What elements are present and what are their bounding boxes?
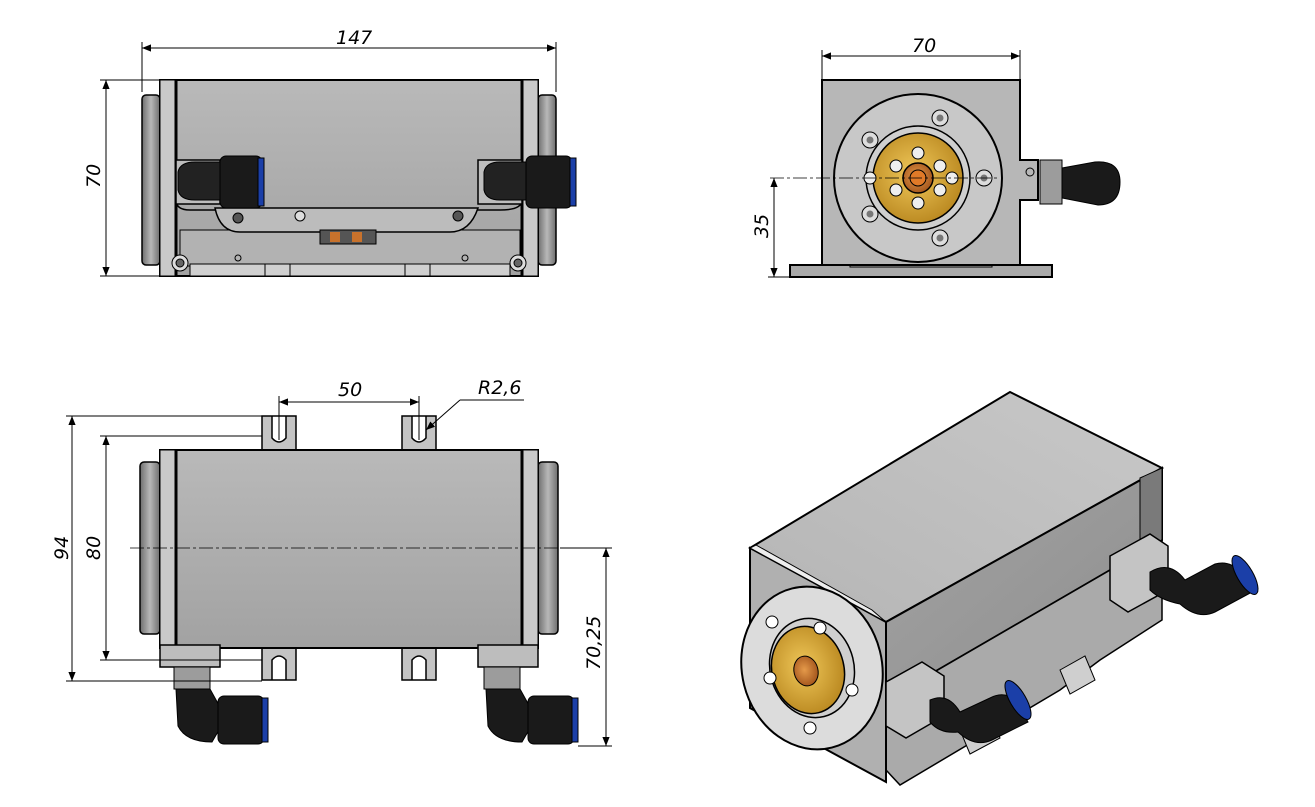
end-view	[770, 79, 1121, 278]
dimension-length-label: 147	[336, 27, 372, 49]
dimension-height-front: 70	[83, 79, 160, 277]
dimension-width-end-label: 70	[912, 35, 936, 57]
dimension-axis-height-label: 35	[751, 214, 773, 238]
plan-view	[130, 415, 579, 745]
dimension-slot-pitch-label: 50	[338, 379, 362, 401]
dimension-fitting-offset: 70,25	[560, 547, 612, 747]
dimension-slot-radius-label: R2,6	[478, 377, 521, 399]
front-view	[141, 79, 577, 277]
dimension-slot-pitch: 50	[278, 379, 420, 440]
dimension-slot-radius: R2,6	[425, 377, 524, 431]
dimension-axis-height: 35	[751, 178, 790, 278]
dimension-length: 147	[141, 27, 557, 92]
dimension-body-height-label: 80	[83, 536, 105, 560]
isometric-view	[740, 390, 1259, 786]
dimension-fitting-offset-label: 70,25	[583, 616, 605, 670]
dimension-height-front-label: 70	[83, 164, 105, 188]
dimension-total-height-label: 94	[51, 536, 73, 560]
dimension-total-height: 94	[51, 415, 262, 682]
dimension-body-height: 80	[83, 435, 262, 661]
dimension-width-end: 70	[821, 35, 1021, 80]
